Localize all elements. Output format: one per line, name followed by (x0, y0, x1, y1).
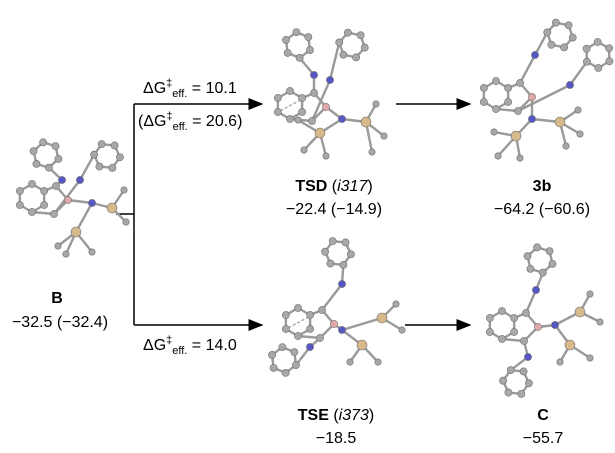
barrier-upper-alt-label: (ΔG‡eff. = 20.6) (138, 110, 243, 134)
species-3b-energy: −64.2 (−60.6) (493, 201, 591, 218)
molecule-tsd-structure (273, 28, 388, 160)
species-b-name: B (51, 290, 63, 307)
molecule-3b-structure (479, 18, 614, 162)
species-b-energy: −32.5 (−32.4) (11, 314, 109, 331)
molecule-b-structure (15, 138, 130, 258)
species-tsd-energy: −22.4 (−14.9) (285, 201, 383, 218)
species-tsd-name: TSD (i317) (295, 178, 373, 195)
molecule-c-structure (485, 243, 604, 398)
barrier-upper-label: ΔG‡eff. = 10.1 (143, 77, 237, 101)
molecule-tse-structure (268, 237, 406, 377)
species-c-name: C (537, 407, 549, 424)
barrier-lower-label: ΔG‡eff. = 14.0 (143, 334, 237, 358)
species-tse-energy: −18.5 (315, 430, 357, 447)
species-tse-name: TSE (i373) (297, 407, 375, 424)
species-c-energy: −55.7 (522, 430, 564, 447)
species-3b-name: 3b (532, 178, 552, 195)
